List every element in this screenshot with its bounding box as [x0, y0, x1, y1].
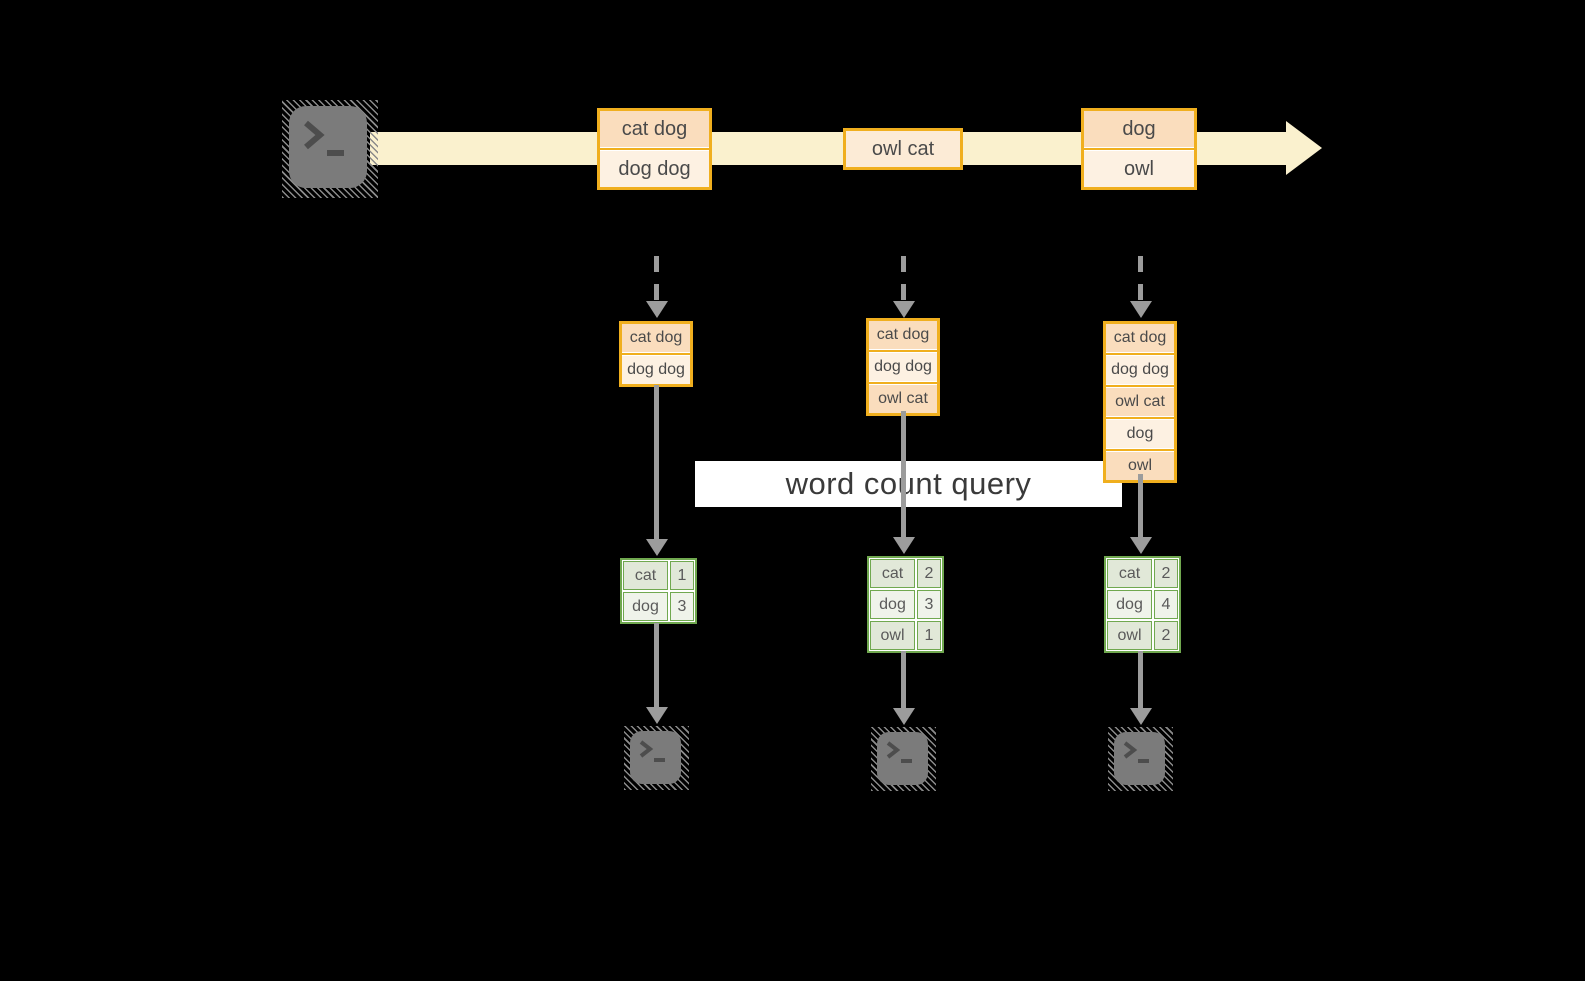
word-cell: cat	[870, 559, 915, 588]
query-arrow-head-icon	[1130, 537, 1152, 554]
input-item: dog dog	[869, 353, 937, 381]
dashed-arrow	[1138, 256, 1143, 303]
terminal-icon	[630, 731, 681, 784]
word-cell: dog	[623, 592, 668, 621]
input-item: dog	[1106, 420, 1174, 448]
cell-divider	[1106, 385, 1174, 387]
terminal-prompt-icon	[886, 741, 912, 763]
stream-batch-2: owl cat	[843, 128, 963, 170]
count-table-2: cat 2 dog 3 owl 1	[867, 556, 944, 653]
terminal-prompt-icon	[1123, 741, 1149, 763]
cell-divider	[1106, 417, 1174, 419]
input-item: cat dog	[622, 324, 690, 352]
sink-arrow-head-icon	[893, 708, 915, 725]
input-item: cat dog	[1106, 324, 1174, 352]
count-cell: 2	[1154, 559, 1178, 588]
cell-divider	[869, 350, 937, 352]
dashed-arrow-head-icon	[1130, 301, 1152, 318]
query-arrow	[654, 385, 659, 540]
cell-divider	[600, 148, 709, 150]
terminal-prompt-icon	[304, 120, 344, 156]
query-arrow	[1138, 474, 1143, 538]
cell-divider	[869, 382, 937, 384]
input-item: dog dog	[1106, 356, 1174, 384]
count-cell: 2	[917, 559, 941, 588]
cell-divider	[1106, 353, 1174, 355]
word-cell: cat	[623, 561, 668, 590]
input-item: owl cat	[869, 385, 937, 413]
sink-arrow	[901, 651, 906, 709]
sink-arrow	[654, 623, 659, 708]
stream-item: cat dog	[600, 111, 709, 147]
stream-batch-3: dog owl	[1081, 108, 1197, 190]
stream-item: owl cat	[846, 131, 960, 167]
stream-item: owl	[1084, 151, 1194, 187]
word-cell: dog	[1107, 590, 1152, 619]
stream-item: dog	[1084, 111, 1194, 147]
count-cell: 1	[917, 621, 941, 650]
word-cell: owl	[870, 621, 915, 650]
terminal-icon	[877, 732, 928, 785]
word-cell: owl	[1107, 621, 1152, 650]
input-item: dog dog	[622, 356, 690, 384]
count-table-1: cat 1 dog 3	[620, 558, 697, 624]
cell-divider	[1106, 449, 1174, 451]
count-cell: 3	[670, 592, 694, 621]
sink-arrow-head-icon	[1130, 708, 1152, 725]
input-item: cat dog	[869, 321, 937, 349]
terminal-icon	[289, 106, 367, 188]
dashed-arrow	[901, 256, 906, 303]
stream-batch-1: cat dog dog dog	[597, 108, 712, 190]
query-arrow-head-icon	[893, 537, 915, 554]
query-band: word count query	[695, 461, 1122, 507]
cell-divider	[1084, 148, 1194, 150]
input-item: owl cat	[1106, 388, 1174, 416]
count-table-3: cat 2 dog 4 owl 2	[1104, 556, 1181, 653]
sink-arrow	[1138, 651, 1143, 709]
query-arrow-head-icon	[646, 539, 668, 556]
terminal-prompt-icon	[639, 740, 665, 762]
input-table-2: cat dog dog dog owl cat	[866, 318, 940, 416]
sink-arrow-head-icon	[646, 707, 668, 724]
count-cell: 1	[670, 561, 694, 590]
query-arrow	[901, 411, 906, 538]
terminal-icon	[1114, 732, 1165, 785]
cell-divider	[622, 353, 690, 355]
stream-arrowhead-icon	[1286, 121, 1322, 175]
count-cell: 4	[1154, 590, 1178, 619]
input-table-1: cat dog dog dog	[619, 321, 693, 387]
word-cell: cat	[1107, 559, 1152, 588]
count-cell: 3	[917, 590, 941, 619]
query-label: word count query	[785, 466, 1032, 501]
dashed-arrow	[654, 256, 659, 303]
stream-item: dog dog	[600, 151, 709, 187]
count-cell: 2	[1154, 621, 1178, 650]
dashed-arrow-head-icon	[646, 301, 668, 318]
word-cell: dog	[870, 590, 915, 619]
input-table-3: cat dog dog dog owl cat dog owl	[1103, 321, 1177, 483]
dashed-arrow-head-icon	[893, 301, 915, 318]
